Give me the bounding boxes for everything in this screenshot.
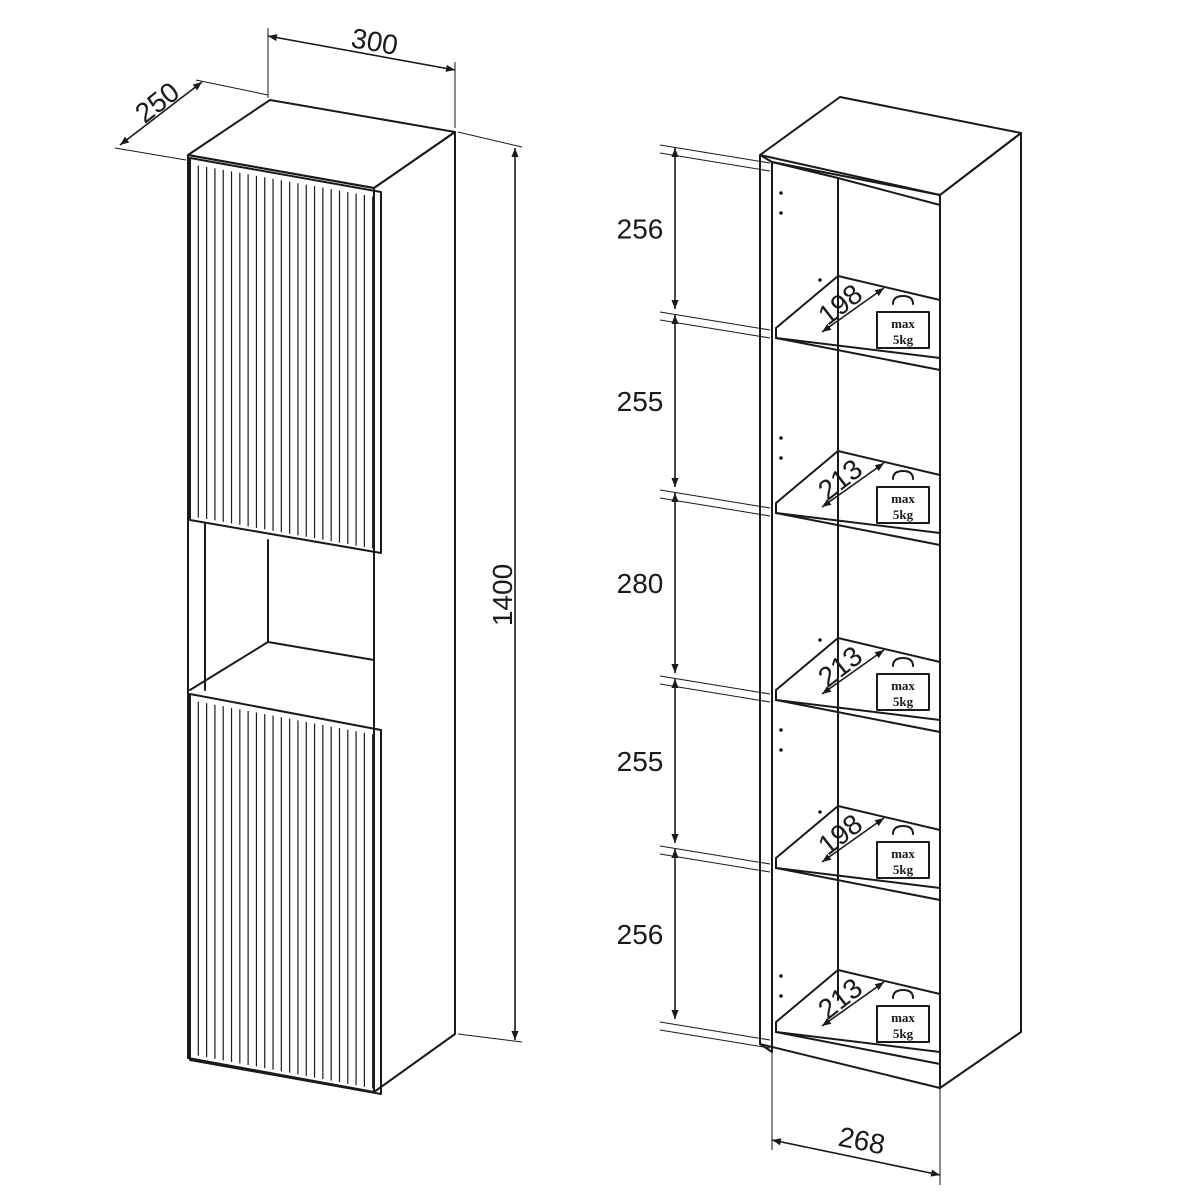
compartment-height-label: 255 (617, 746, 664, 777)
width-label: 300 (349, 22, 400, 61)
cabinet-side (373, 131, 456, 1093)
shelf-depth-label: 198 (812, 278, 868, 331)
shelf-depth-label: 213 (812, 972, 868, 1025)
shelving-top (759, 96, 1022, 196)
shelving-right-side (939, 132, 1022, 1089)
depth-label: 250 (129, 76, 185, 129)
shelf-depth-label: 213 (812, 640, 868, 693)
weight-kg-label: 5kg (893, 862, 914, 877)
height-label: 1400 (487, 564, 518, 626)
compartment-height-label: 256 (617, 214, 664, 245)
compartment-height-label: 280 (617, 568, 664, 599)
compartment-height-label: 255 (617, 386, 664, 417)
height-dimension: 1400 (457, 131, 523, 1043)
width-dimension: 300 (267, 22, 456, 128)
weight-kg-label: 5kg (893, 332, 914, 347)
depth-dimension: 250 (114, 76, 269, 161)
weight-max-label: max (891, 678, 915, 693)
shelving-left-side (759, 154, 773, 1053)
weight-max-label: max (891, 316, 915, 331)
weight-kg-label: 5kg (893, 694, 914, 709)
open-niche (189, 523, 375, 691)
shelf-depth-label: 213 (812, 453, 868, 506)
compartment-dimensions: 256 255 280 255 256 (617, 144, 771, 1049)
lower-door (189, 693, 382, 1095)
cabinet-top (187, 99, 456, 189)
weight-kg-label: 5kg (893, 1026, 914, 1041)
weight-max-label: max (891, 491, 915, 506)
compartment-height-label: 256 (617, 919, 664, 950)
weight-kg-label: 5kg (893, 507, 914, 522)
upper-door-ribs (197, 165, 374, 549)
closed-cabinet-view: 300 250 1400 (114, 22, 523, 1095)
weight-max-label: max (891, 846, 915, 861)
lower-door-ribs (197, 701, 374, 1089)
shelf-pin-holes (779, 191, 822, 998)
weight-max-label: max (891, 1010, 915, 1025)
upper-door (189, 157, 382, 554)
inner-width-dimension: 268 (771, 1052, 941, 1185)
shelf-depth-label: 198 (812, 808, 868, 861)
